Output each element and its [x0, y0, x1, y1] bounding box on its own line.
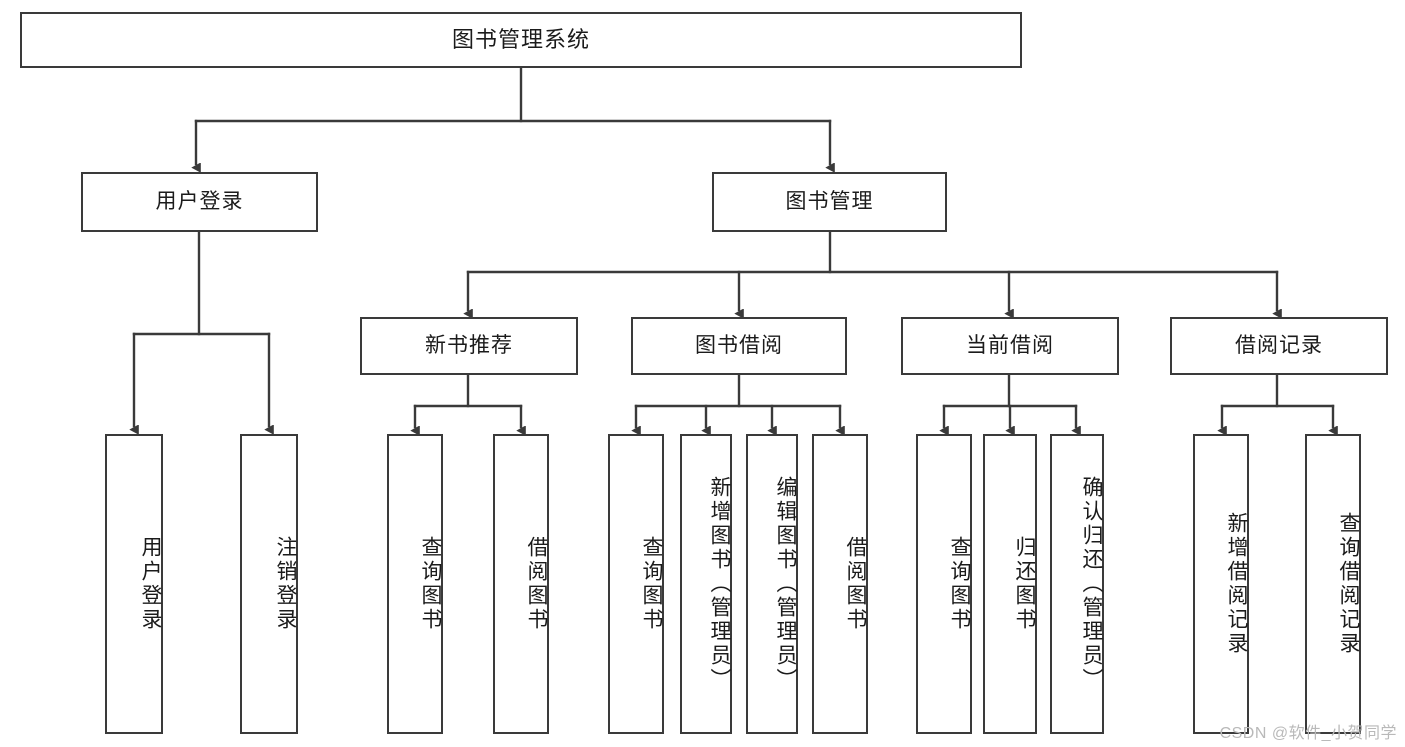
node-new-book-recommend-label: 新书推荐: [425, 334, 513, 358]
node-book-manage-label: 图书管理: [785, 190, 874, 214]
node-borrow-record-label: 借阅记录: [1235, 334, 1323, 358]
leaf-logout-login[interactable]: 注销登录: [240, 434, 298, 734]
node-book-borrow-label: 图书借阅: [695, 334, 783, 358]
leaf-query-book-1[interactable]: 查询图书: [387, 434, 443, 734]
leaf-user-login-label: 用户登录: [139, 536, 162, 632]
node-borrow-record[interactable]: 借阅记录: [1170, 317, 1388, 375]
leaf-query-book-1-label: 查询图书: [419, 536, 442, 632]
leaf-add-borrow-record[interactable]: 新增借阅记录: [1193, 434, 1249, 734]
leaf-borrow-book-2-label: 借阅图书: [844, 536, 867, 632]
leaf-return-book[interactable]: 归还图书: [983, 434, 1037, 734]
leaf-query-book-2[interactable]: 查询图书: [608, 434, 664, 734]
node-book-borrow[interactable]: 图书借阅: [631, 317, 847, 375]
node-current-borrow-label: 当前借阅: [966, 334, 1054, 358]
node-root-label: 图书管理系统: [451, 26, 590, 52]
node-book-manage[interactable]: 图书管理: [712, 172, 947, 232]
node-user-login-label: 用户登录: [155, 190, 244, 214]
leaf-return-book-label: 归还图书: [1013, 536, 1036, 632]
node-user-login[interactable]: 用户登录: [81, 172, 318, 232]
node-current-borrow[interactable]: 当前借阅: [901, 317, 1119, 375]
leaf-query-book-3-label: 查询图书: [948, 536, 971, 632]
leaf-borrow-book-1-label: 借阅图书: [525, 536, 548, 632]
leaf-query-borrow-record[interactable]: 查询借阅记录: [1305, 434, 1361, 734]
leaf-confirm-return-admin[interactable]: 确认归还（管理员）: [1050, 434, 1104, 734]
leaf-borrow-book-1[interactable]: 借阅图书: [493, 434, 549, 734]
leaf-logout-login-label: 注销登录: [274, 536, 297, 632]
leaf-add-borrow-record-label: 新增借阅记录: [1225, 512, 1248, 656]
node-new-book-recommend[interactable]: 新书推荐: [360, 317, 578, 375]
node-root[interactable]: 图书管理系统: [20, 12, 1022, 68]
leaf-add-book-admin-label: 新增图书（管理员）: [708, 476, 731, 692]
leaf-query-book-2-label: 查询图书: [640, 536, 663, 632]
leaf-query-book-3[interactable]: 查询图书: [916, 434, 972, 734]
leaf-confirm-return-admin-label: 确认归还（管理员）: [1080, 476, 1103, 692]
leaf-edit-book-admin[interactable]: 编辑图书（管理员）: [746, 434, 798, 734]
leaf-user-login[interactable]: 用户登录: [105, 434, 163, 734]
leaf-add-book-admin[interactable]: 新增图书（管理员）: [680, 434, 732, 734]
leaf-edit-book-admin-label: 编辑图书（管理员）: [774, 476, 797, 692]
leaf-borrow-book-2[interactable]: 借阅图书: [812, 434, 868, 734]
leaf-query-borrow-record-label: 查询借阅记录: [1337, 512, 1360, 656]
